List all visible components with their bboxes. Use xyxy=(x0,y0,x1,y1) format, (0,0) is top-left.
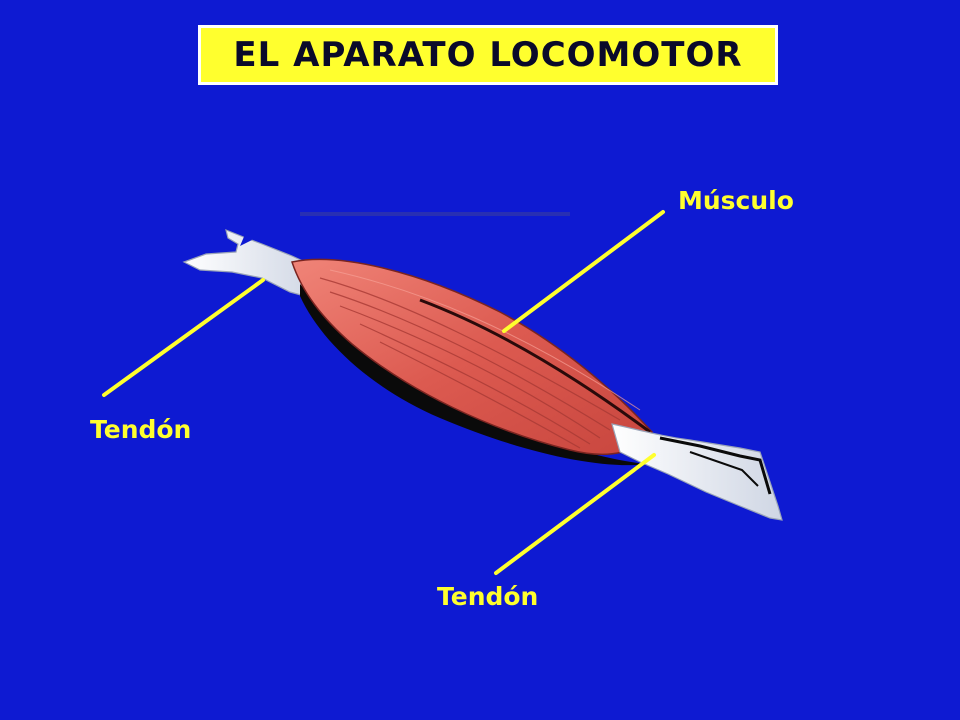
right-tendon xyxy=(611,423,783,521)
leader-line-tendon-bottom xyxy=(494,453,656,575)
label-tendon-left: Tendón xyxy=(90,415,192,444)
leader-line-tendon-left xyxy=(102,278,265,397)
left-tendon xyxy=(182,229,319,299)
page-title: EL APARATO LOCOMOTOR xyxy=(233,35,743,75)
muscle-shadow xyxy=(300,284,648,466)
title-box: EL APARATO LOCOMOTOR xyxy=(198,25,778,85)
muscle-belly xyxy=(291,258,653,456)
leader-lines xyxy=(102,210,665,575)
shadow-strip xyxy=(300,212,570,216)
label-tendon-bottom: Tendón xyxy=(437,582,539,611)
label-musculo: Músculo xyxy=(678,186,794,215)
leader-line-musculo xyxy=(502,210,665,333)
